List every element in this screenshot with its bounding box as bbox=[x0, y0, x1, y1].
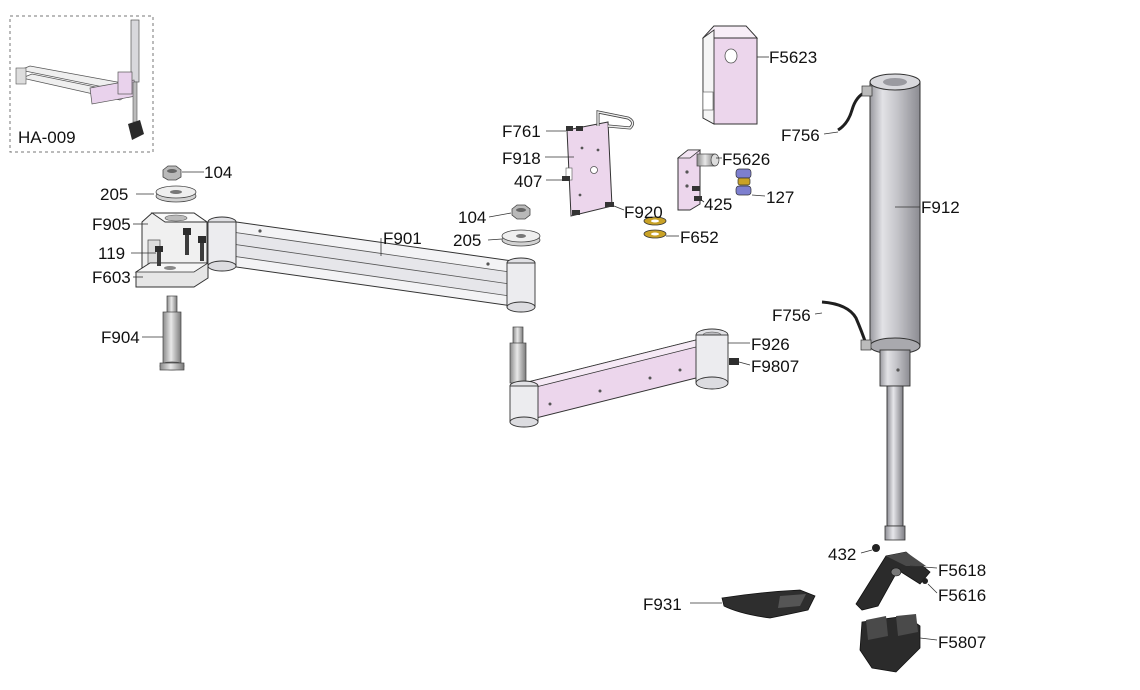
label-F920: F920 bbox=[624, 203, 663, 222]
label-F756-top: F756 bbox=[781, 126, 820, 145]
label-F926: F926 bbox=[751, 335, 790, 354]
label-127: 127 bbox=[766, 188, 794, 207]
label-F761: F761 bbox=[502, 122, 541, 141]
label-F5626: F5626 bbox=[722, 150, 770, 169]
label-F9807: F9807 bbox=[751, 357, 799, 376]
label-104-left: 104 bbox=[204, 163, 232, 182]
label-104-mid: 104 bbox=[458, 208, 486, 227]
label-F603: F603 bbox=[92, 268, 131, 287]
part-F901-upper-arm bbox=[207, 216, 536, 313]
part-F756-hose-top bbox=[837, 85, 873, 132]
label-F905: F905 bbox=[92, 215, 131, 234]
part-F9807-screw bbox=[729, 358, 739, 365]
part-205-washer-mid bbox=[501, 229, 541, 247]
inset-thumbnail: HA-009 bbox=[9, 15, 154, 153]
label-425: 425 bbox=[704, 195, 732, 214]
part-104-nut-left bbox=[162, 165, 182, 181]
part-F912-cylinder bbox=[869, 73, 921, 541]
part-F603-base-plate bbox=[134, 262, 210, 288]
label-F912: F912 bbox=[921, 198, 960, 217]
part-F5626-block bbox=[676, 149, 720, 211]
label-205-left: 205 bbox=[100, 185, 128, 204]
label-432: 432 bbox=[828, 545, 856, 564]
label-F5807: F5807 bbox=[938, 633, 986, 652]
part-F931-tool-tip bbox=[721, 589, 816, 619]
part-F652-washers bbox=[643, 216, 667, 239]
label-F904: F904 bbox=[101, 328, 140, 347]
part-127-plugs bbox=[735, 168, 752, 196]
label-205-mid: 205 bbox=[453, 231, 481, 250]
part-F926-lower-arm bbox=[509, 326, 729, 428]
inset-label: HA-009 bbox=[18, 128, 76, 147]
label-F918: F918 bbox=[502, 149, 541, 168]
part-407-screws bbox=[562, 176, 580, 215]
part-F756-hose-bottom bbox=[821, 300, 872, 351]
leader-lines bbox=[131, 56, 938, 641]
label-F652: F652 bbox=[680, 228, 719, 247]
label-F931: F931 bbox=[643, 595, 682, 614]
label-407: 407 bbox=[514, 172, 542, 191]
label-F5618: F5618 bbox=[938, 561, 986, 580]
part-F5616-screw bbox=[922, 578, 928, 584]
part-104-nut-mid bbox=[511, 204, 531, 220]
inset-assembly-sketch bbox=[15, 19, 144, 140]
part-F5623-cover bbox=[701, 25, 759, 125]
part-F5807-jaw bbox=[859, 614, 921, 673]
label-119: 119 bbox=[98, 244, 125, 263]
label-F901: F901 bbox=[383, 229, 422, 248]
label-F756-bottom: F756 bbox=[772, 306, 811, 325]
label-F5616: F5616 bbox=[938, 586, 986, 605]
part-labels: 104 205 F905 119 F603 F904 F901 104 205 … bbox=[92, 48, 986, 652]
part-F920-screw bbox=[605, 202, 614, 207]
part-425-screws bbox=[692, 186, 702, 201]
part-F918-mount-plate bbox=[565, 110, 635, 217]
label-F5623: F5623 bbox=[769, 48, 817, 67]
part-F904-pivot-pin bbox=[159, 295, 185, 371]
part-205-washer-left bbox=[155, 185, 197, 203]
part-F761-screws bbox=[566, 126, 583, 131]
part-F5618-holder bbox=[855, 551, 931, 611]
part-119-screws bbox=[155, 228, 206, 266]
part-432-nut bbox=[872, 544, 880, 552]
